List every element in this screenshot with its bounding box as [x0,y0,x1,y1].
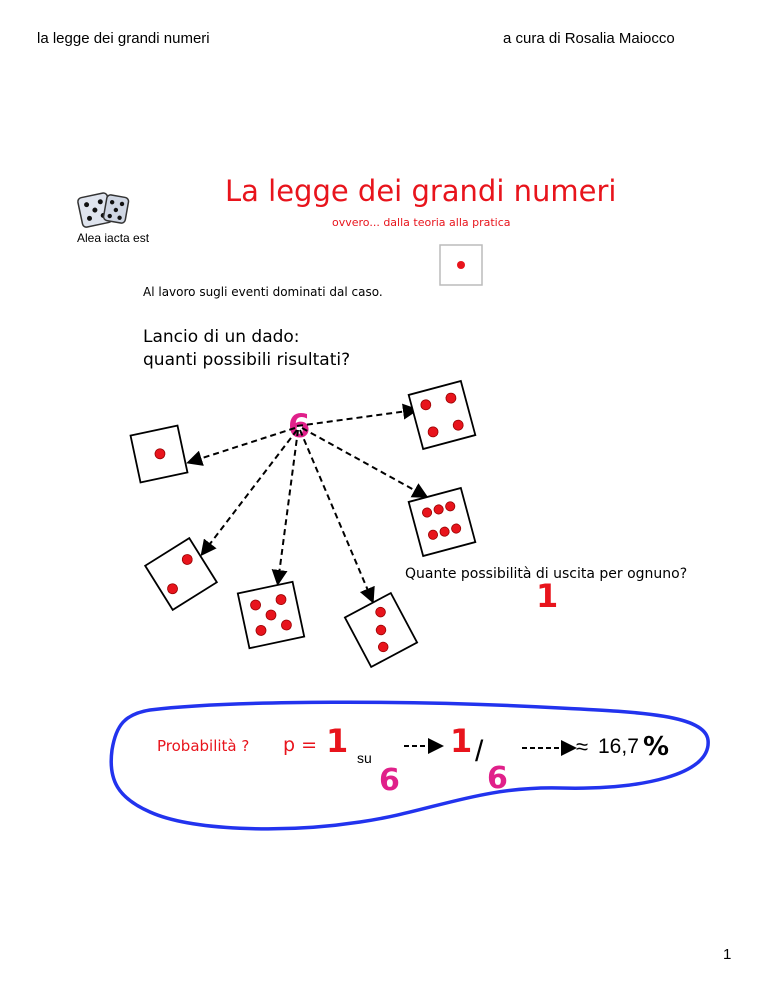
page-title: La legge dei grandi numeri [225,174,617,208]
prob-numerator: 1 [326,722,349,760]
dice-caption: Alea iacta est [77,231,150,245]
die-face-4 [407,379,477,451]
percent-sign: % [643,732,670,762]
arrow-to-five [271,429,299,586]
p-equals: p = [283,734,318,756]
subtitle: ovvero... dalla teoria alla pratica [332,216,511,229]
probability-outline [109,700,710,831]
question-line-1: Lancio di un dado: [143,327,300,347]
probability-label: Probabilità ? [157,737,250,755]
chance-answer: 1 [536,577,559,615]
die-face-3 [343,591,419,669]
die-face-5 [236,580,306,650]
die-face-6 [407,486,477,558]
arrow-to-six [301,427,429,498]
arrow-to-two [200,429,298,557]
die-face-1-left [129,424,189,484]
frac-denominator: 6 [487,761,508,796]
die-face-2 [143,536,219,612]
prob-denominator: 6 [379,763,400,798]
intro-text: Al lavoro sugli eventi dominati dal caso… [143,285,383,299]
question-line-2: quanti possibili risultati? [143,350,351,370]
percent-value: 16,7 [598,735,639,758]
header-right: a cura di Rosalia Maiocco [503,30,675,47]
frac-slash: / [475,735,484,768]
arrow-to-four [296,403,419,427]
page-number: 1 [723,946,732,963]
approx-sign: ≈ [576,734,589,759]
frac-numerator: 1 [450,722,473,760]
chance-question: Quante possibilità di uscita per ognuno? [405,566,688,582]
header-left: la legge dei grandi numeri [37,30,210,47]
prob-su: su [357,750,372,766]
die-face-1 [439,244,483,286]
arrow-to-one [186,427,296,466]
arrow-to-three [299,429,375,604]
